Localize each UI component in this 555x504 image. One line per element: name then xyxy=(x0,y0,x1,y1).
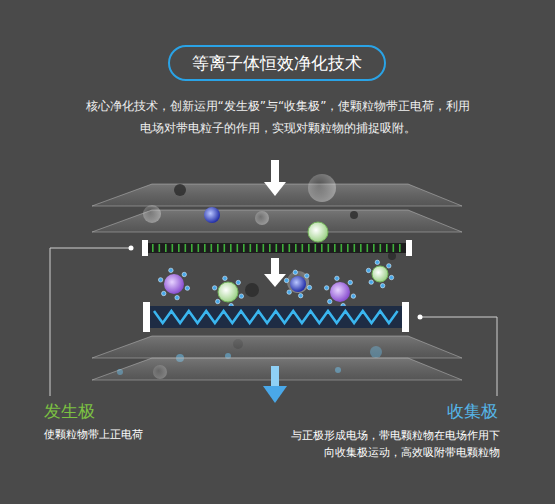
part-note: 与正极形成电场，带电颗粒物在电场作用下 向收集极运动，高效吸附带电颗粒物 xyxy=(282,427,500,461)
electrode-tooth xyxy=(295,244,297,252)
part-name: 收集极 xyxy=(300,400,498,422)
electrode-tooth xyxy=(224,244,226,252)
title-pill: 等离子体恒效净化技术 xyxy=(168,45,386,81)
electrode-tooth xyxy=(354,244,356,252)
electrode-tooth xyxy=(152,244,154,252)
electrode-tooth xyxy=(315,244,317,252)
electrode-tooth xyxy=(165,244,167,252)
electrode-tooth xyxy=(159,244,161,252)
electrode-tooth xyxy=(198,244,200,252)
electrode-tooth xyxy=(360,244,362,252)
electrode-tooth xyxy=(393,244,395,252)
electrode-tooth xyxy=(334,244,336,252)
electrode-tooth xyxy=(243,244,245,252)
pollutant-particle xyxy=(204,207,328,242)
electrode-tooth xyxy=(308,244,310,252)
electrode-tooth xyxy=(399,244,401,252)
electrode-tooth xyxy=(321,244,323,252)
electrode-tooth xyxy=(250,244,252,252)
electrode-tooth xyxy=(328,244,330,252)
electrode-tooth xyxy=(373,244,375,252)
electrode-tooth xyxy=(380,244,382,252)
electrode-tooth xyxy=(217,244,219,252)
part-note: 使颗粒物带上正电荷 xyxy=(44,427,224,443)
leader-line xyxy=(50,246,497,397)
electrode-tooth xyxy=(172,244,174,252)
electrode-tooth xyxy=(211,244,213,252)
electrode-tooth xyxy=(367,244,369,252)
electrode-tooth xyxy=(282,244,284,252)
charged-particle xyxy=(158,260,393,308)
generator-electrode xyxy=(142,240,412,256)
electrode-tooth xyxy=(191,244,193,252)
electrode-tooth xyxy=(341,244,343,252)
electrode-tooth xyxy=(237,244,239,252)
electrode-tooth xyxy=(302,244,304,252)
electrode-tooth xyxy=(204,244,206,252)
electrode-tooth xyxy=(230,244,232,252)
electrode-tooth xyxy=(263,244,265,252)
electrode-tooth xyxy=(178,244,180,252)
electrode-tooth xyxy=(276,244,278,252)
electrode-tooth xyxy=(185,244,187,252)
part-name: 发生极 xyxy=(44,400,164,422)
electrode-tooth xyxy=(289,244,291,252)
clean-air-arrow xyxy=(263,366,287,403)
airflow-arrow xyxy=(264,160,286,196)
collector-electrode xyxy=(143,302,409,332)
title-text: 等离子体恒效净化技术 xyxy=(192,52,362,74)
electrode-tooth xyxy=(347,244,349,252)
electrode-tooth xyxy=(269,244,271,252)
electrode-tooth xyxy=(386,244,388,252)
electrode-tooth xyxy=(256,244,258,252)
intro-text: 核心净化技术，创新运用“发生极”与“收集极”，使颗粒物带正电荷，利用电场对带电粒… xyxy=(82,95,474,139)
airflow-arrow xyxy=(264,258,286,287)
